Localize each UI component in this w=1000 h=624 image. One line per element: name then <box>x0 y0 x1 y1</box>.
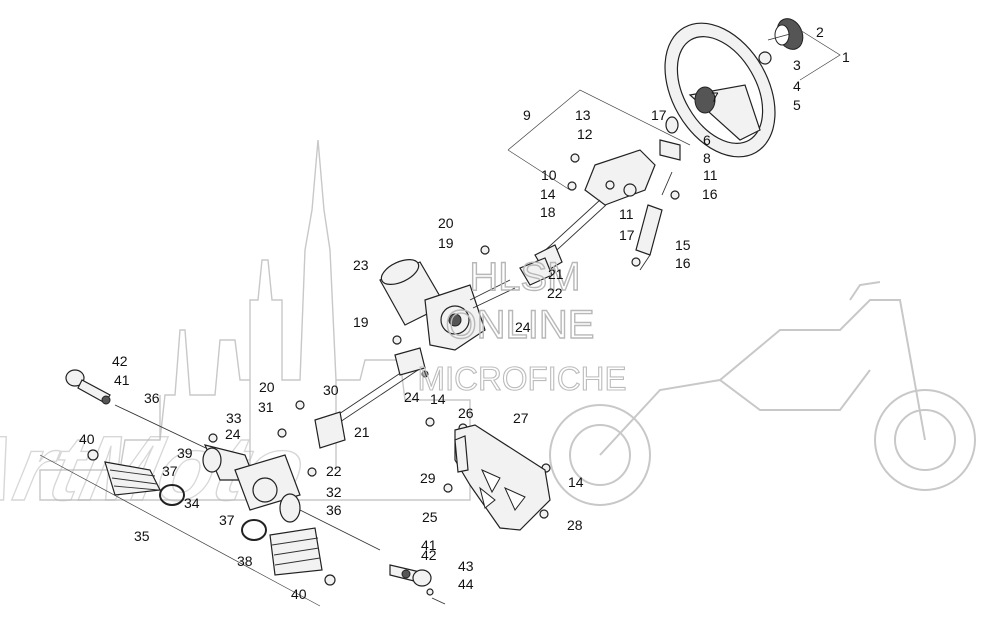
callout-19a: 19 <box>438 235 454 251</box>
callout-10: 10 <box>541 167 557 183</box>
boot-left <box>104 461 161 496</box>
callout-36a: 36 <box>144 390 160 406</box>
callout-21b: 21 <box>354 424 370 440</box>
steering-rack <box>114 404 381 551</box>
callout-36b: 36 <box>326 502 342 518</box>
callout-9: 9 <box>523 107 531 123</box>
callout-16b: 16 <box>675 255 691 271</box>
watermark-line3: MICROFICHE <box>418 360 627 397</box>
group-outlines <box>39 29 841 607</box>
callout-40a: 40 <box>79 431 95 447</box>
mounting-bracket <box>454 424 551 531</box>
callout-35: 35 <box>134 528 150 544</box>
callout-41b: 41 <box>421 537 437 553</box>
callout-16a: 16 <box>702 186 718 202</box>
skyline-watermark <box>39 139 471 501</box>
ring-seal-right <box>241 519 267 541</box>
callout-24c: 24 <box>225 426 241 442</box>
callout-21a: 21 <box>548 266 564 282</box>
callout-41a: 41 <box>114 372 130 388</box>
upper-column <box>519 116 681 286</box>
tie-rod-end-left <box>65 369 111 405</box>
boot-right <box>269 527 323 576</box>
callout-31: 31 <box>258 399 274 415</box>
callout-3: 3 <box>793 57 801 73</box>
callout-42b: 42 <box>421 547 437 563</box>
callout-19b: 19 <box>353 314 369 330</box>
callout-39: 39 <box>177 445 193 461</box>
callout-8: 8 <box>703 150 711 166</box>
callout-37b: 37 <box>219 512 235 528</box>
callout-11b: 11 <box>619 206 634 222</box>
callout-34: 34 <box>184 495 200 511</box>
callout-32: 32 <box>326 484 342 500</box>
callout-22a: 22 <box>547 285 563 301</box>
callout-24b: 24 <box>404 389 420 405</box>
motorcycle-watermark <box>549 281 976 506</box>
callout-14c: 14 <box>568 474 584 490</box>
watermark-line1: HLSM <box>469 255 580 299</box>
callout-1: 1 <box>842 49 850 65</box>
callout-37a: 37 <box>162 463 178 479</box>
callout-17a: 17 <box>651 107 667 123</box>
callout-labels: 2 1 3 4 5 7 9 13 17 12 6 8 10 11 14 16 1… <box>79 24 850 602</box>
callout-28: 28 <box>567 517 583 533</box>
callout-5: 5 <box>793 97 801 113</box>
lower-shaft <box>314 347 426 449</box>
nuts-and-bolts <box>87 153 580 586</box>
callout-23: 23 <box>353 257 369 273</box>
callout-22b: 22 <box>326 463 342 479</box>
callout-13: 13 <box>575 107 591 123</box>
callout-15: 15 <box>675 237 691 253</box>
callout-33: 33 <box>226 410 242 426</box>
callout-26: 26 <box>458 405 474 421</box>
callout-27: 27 <box>513 410 529 426</box>
callout-29: 29 <box>420 470 436 486</box>
callout-6: 6 <box>703 132 711 148</box>
callout-2: 2 <box>816 24 824 40</box>
callout-30: 30 <box>323 382 339 398</box>
callout-24a: 24 <box>515 319 531 335</box>
ring-seal-left <box>159 484 185 506</box>
callout-14a: 14 <box>540 186 556 202</box>
callout-7: 7 <box>711 89 719 105</box>
callout-25: 25 <box>422 509 438 525</box>
callout-44: 44 <box>458 576 474 592</box>
callout-43: 43 <box>458 558 474 574</box>
hlsm-watermark: HLSM ONLINE MICROFICHE <box>417 254 627 397</box>
watermark-line2: ONLINE <box>446 303 595 347</box>
callout-18: 18 <box>540 204 556 220</box>
tie-rod-end-right <box>389 564 446 605</box>
callout-20a: 20 <box>438 215 454 231</box>
shock-absorber <box>631 171 680 271</box>
callout-42a: 42 <box>112 353 128 369</box>
callout-12: 12 <box>577 126 593 142</box>
callout-38: 38 <box>237 553 253 569</box>
callout-17b: 17 <box>619 227 635 243</box>
steering-wheel <box>664 18 804 158</box>
callout-20b: 20 <box>259 379 275 395</box>
callout-14b: 14 <box>430 391 446 407</box>
power-steering-unit <box>379 259 516 351</box>
callout-40b: 40 <box>291 586 307 602</box>
callout-4: 4 <box>793 78 801 94</box>
callout-11a: 11 <box>703 167 718 183</box>
